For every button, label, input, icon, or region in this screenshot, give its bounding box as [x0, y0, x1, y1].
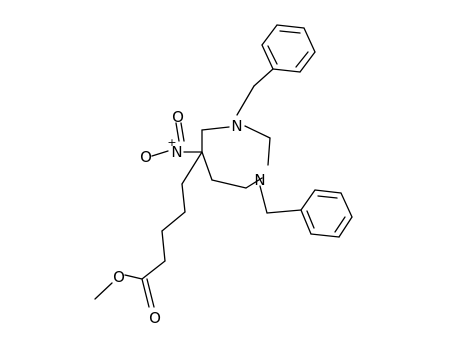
- atom-o-nitro-top: O: [172, 108, 184, 126]
- atom-o-ester-double: O: [149, 309, 161, 327]
- nitro-group-bonds: [151, 122, 203, 157]
- atom-o-ester-single: O: [113, 268, 125, 286]
- atom-o-nitro-left: O: [140, 148, 152, 166]
- atom-n-lower: N: [254, 171, 265, 189]
- atom-n-nitro: N: [171, 143, 182, 161]
- atom-n-upper: N: [231, 117, 242, 135]
- lower-benzyl-ch2: [259, 185, 302, 214]
- diazepane-ring-bonds: [201, 125, 271, 189]
- methyl-ester-bonds: [94, 274, 155, 308]
- nitro-charge-plus: +: [167, 136, 176, 149]
- pentanoate-chain: [141, 151, 203, 280]
- upper-benzyl-ch2: [236, 68, 274, 116]
- upper-phenyl-ring: [261, 24, 316, 73]
- lower-phenyl-ring: [300, 189, 353, 238]
